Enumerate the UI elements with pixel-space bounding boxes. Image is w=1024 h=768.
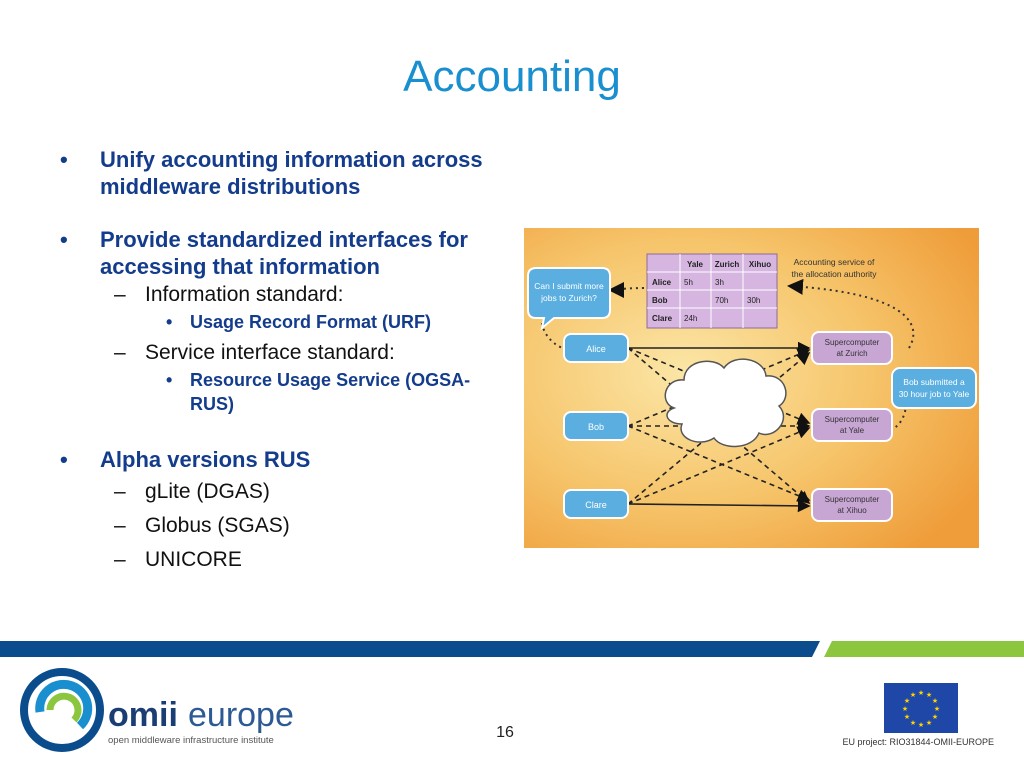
dash-marker: – — [114, 341, 126, 364]
eu-flag-icon: ★ ★ ★ ★ ★ ★ ★ ★ ★ ★ ★ ★ — [884, 683, 958, 733]
slide-title: Accounting — [403, 52, 621, 101]
bullet-marker: • — [166, 370, 173, 390]
logo-tagline: open middleware infrastructure institute — [108, 735, 274, 746]
table-cell: 70h — [715, 296, 728, 305]
svg-text:★: ★ — [904, 713, 910, 721]
svg-text:★: ★ — [902, 705, 908, 713]
omii-europe-logo: omii europe open middleware infrastructu… — [20, 668, 294, 752]
supercomputer-line-1: Supercomputer — [825, 415, 880, 424]
user-node-clare: Clare — [563, 489, 629, 519]
subbullet-information-standard: –Information standard: — [58, 280, 508, 310]
supercomputer-yale: Supercomputer at Yale — [811, 408, 893, 442]
supercomputer-line-1: Supercomputer — [825, 338, 880, 347]
table-cell: 30h — [747, 296, 760, 305]
dotted-feedback-lines — [541, 278, 915, 429]
question-line-2: jobs to Zurich? — [540, 293, 597, 303]
table-row-label: Clare — [652, 314, 673, 323]
eu-project-label: EU project: RIO31844-OMII-EUROPE — [842, 737, 994, 747]
table-row-label: Alice — [652, 278, 672, 287]
bullet-text: Resource Usage Service (OGSA-RUS) — [190, 370, 471, 414]
note-bubble: Bob submitted a 30 hour job to Yale — [891, 367, 977, 409]
page-number: 16 — [496, 724, 514, 741]
bullet-marker: • — [60, 447, 68, 472]
dash-marker: – — [114, 480, 126, 503]
bullet-text: Service interface standard: — [145, 341, 395, 364]
table-header-xihuo: Xihuo — [749, 260, 771, 269]
subbullet-globus: –Globus (SGAS) — [58, 511, 508, 541]
supercomputer-line-1: Supercomputer — [825, 495, 880, 504]
question-line-1: Can I submit more — [534, 281, 604, 291]
bullet-marker: • — [60, 227, 68, 252]
question-bubble: Can I submit more jobs to Zurich? — [527, 267, 611, 331]
svg-text:★: ★ — [918, 721, 924, 729]
svg-text:★: ★ — [926, 719, 932, 727]
supercomputer-xihuo: Supercomputer at Xihuo — [811, 488, 893, 522]
logo-ring-icon — [20, 668, 104, 752]
accounting-table: Yale Zurich Xihuo Alice 5h 3h Bob 70h 30… — [646, 253, 778, 329]
accounting-label-line-2: the allocation authority — [791, 269, 877, 279]
svg-text:★: ★ — [932, 713, 938, 721]
subbullet-glite: –gLite (DGAS) — [58, 477, 508, 507]
supercomputer-line-2: at Yale — [840, 426, 865, 435]
user-node-bob: Bob — [563, 411, 629, 441]
footer-band — [0, 641, 1024, 657]
supercomputer-line-2: at Zurich — [836, 349, 867, 358]
user-label: Bob — [588, 422, 604, 432]
logo-word-omii: omii — [108, 696, 178, 734]
supercomputer-line-2: at Xihuo — [837, 506, 867, 515]
note-line-2: 30 hour job to Yale — [899, 389, 970, 399]
note-line-1: Bob submitted a — [903, 377, 965, 387]
subsubbullet-rus: • Resource Usage Service (OGSA-RUS) — [58, 368, 508, 416]
bullet-marker: • — [166, 312, 173, 332]
bullet-alpha-versions: • Alpha versions RUS — [58, 446, 508, 473]
bullet-provide: • Provide standardized interfaces for acc… — [58, 226, 508, 280]
subbullet-unicore: –UNICORE — [58, 545, 508, 575]
dash-marker: – — [114, 514, 126, 537]
bullet-marker: • — [60, 147, 68, 172]
supercomputer-zurich: Supercomputer at Zurich — [811, 331, 893, 365]
user-label: Clare — [585, 500, 607, 510]
svg-text:★: ★ — [918, 689, 924, 697]
table-cell: 3h — [715, 278, 724, 287]
bullet-text: Globus (SGAS) — [145, 514, 290, 537]
accounting-label-line-1: Accounting service of — [794, 257, 875, 267]
bullet-text: Alpha versions RUS — [100, 447, 311, 472]
subsubbullet-urf: • Usage Record Format (URF) — [58, 310, 508, 334]
bullet-text: gLite (DGAS) — [145, 480, 270, 503]
svg-text:★: ★ — [932, 697, 938, 705]
svg-text:★: ★ — [910, 719, 916, 727]
network-cloud — [664, 358, 787, 448]
table-header-yale: Yale — [687, 260, 704, 269]
accounting-diagram: Can I submit more jobs to Zurich? Yale Z… — [524, 228, 979, 548]
bullet-text: UNICORE — [145, 548, 242, 571]
user-label: Alice — [586, 344, 606, 354]
table-header-zurich: Zurich — [715, 260, 740, 269]
dash-marker: – — [114, 283, 126, 306]
table-row-label: Bob — [652, 296, 668, 305]
table-cell: 24h — [684, 314, 697, 323]
svg-text:★: ★ — [934, 705, 940, 713]
bullet-unify: • Unify accounting information across mid… — [58, 146, 508, 200]
logo-word-europe: europe — [188, 696, 294, 734]
bullet-text: Unify accounting information across midd… — [100, 147, 483, 199]
bullet-text: Usage Record Format (URF) — [190, 312, 432, 332]
bullet-list: • Unify accounting information across mid… — [58, 146, 508, 575]
table-cell: 5h — [684, 278, 693, 287]
bullet-text: Provide standardized interfaces for acce… — [100, 227, 468, 279]
svg-text:★: ★ — [926, 691, 932, 699]
subbullet-service-interface: –Service interface standard: — [58, 338, 508, 368]
svg-text:★: ★ — [904, 697, 910, 705]
bullet-text: Information standard: — [145, 283, 344, 306]
user-node-alice: Alice — [563, 333, 629, 363]
dash-marker: – — [114, 548, 126, 571]
svg-text:★: ★ — [910, 691, 916, 699]
